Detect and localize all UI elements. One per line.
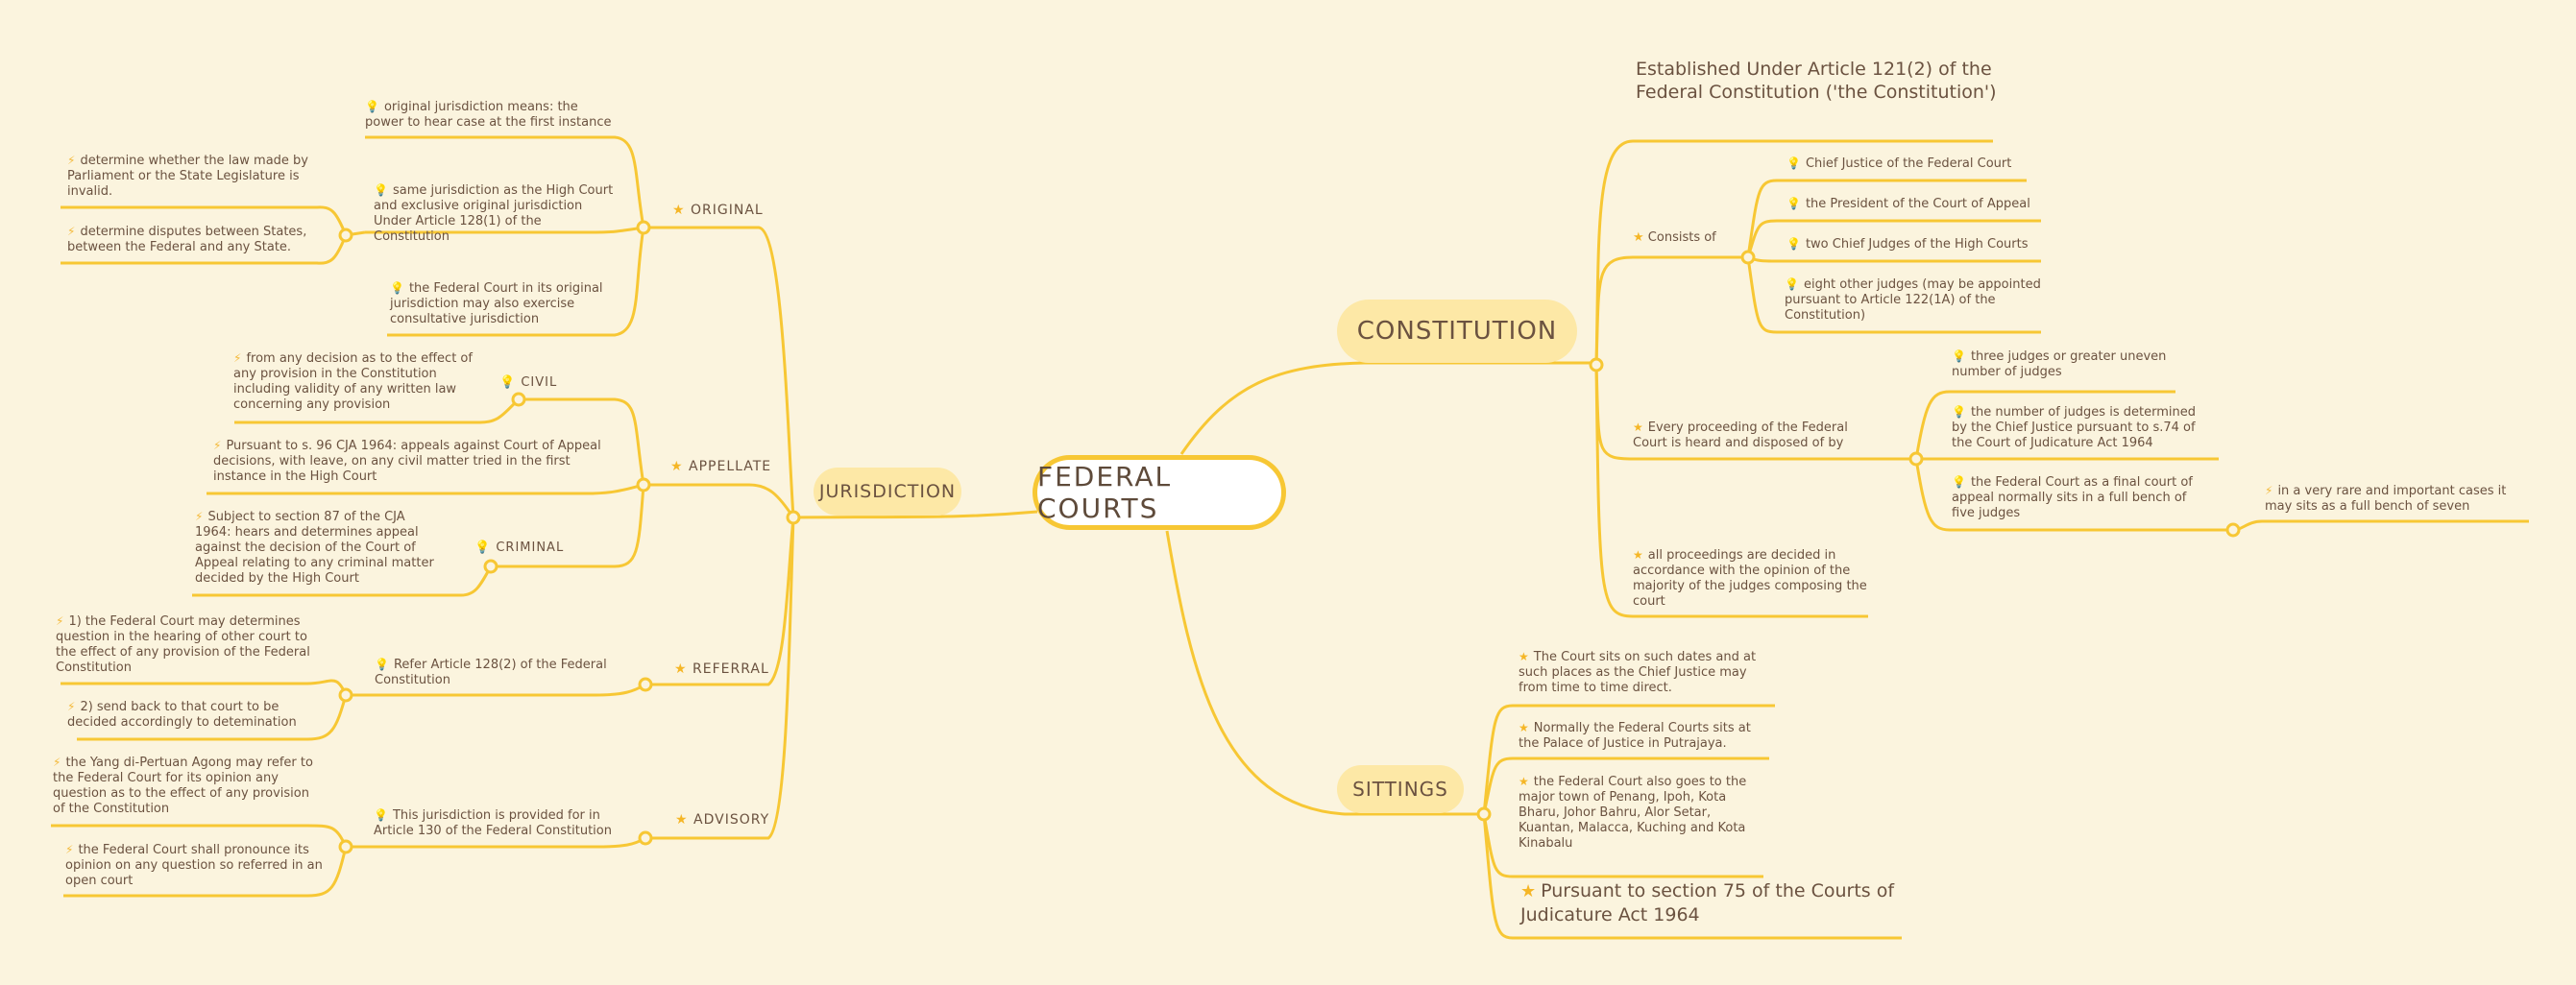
constitution-node[interactable]: CONSTITUTION	[1337, 300, 1577, 363]
original-note-3[interactable]: 💡the Federal Court in its original juris…	[390, 281, 603, 326]
star-icon: ★	[1519, 775, 1529, 788]
star-icon: ★	[1633, 548, 1643, 562]
civil-detail[interactable]: ⚡from any decision as to the effect of a…	[233, 351, 473, 412]
star-icon: ★	[1519, 650, 1529, 663]
bulb-icon: 💡	[499, 375, 517, 390]
bolt-icon: ⚡	[2265, 484, 2273, 497]
advisory-note[interactable]: 💡This jurisdiction is provided for in Ar…	[374, 808, 612, 838]
appellate-label: APPELLATE	[689, 459, 772, 474]
referral-detail-1[interactable]: ⚡1) the Federal Court may determines que…	[56, 614, 310, 675]
constitution-title: CONSTITUTION	[1356, 317, 1558, 346]
bulb-icon: 💡	[390, 281, 404, 295]
bulb-icon: 💡	[365, 100, 379, 113]
bulb-icon: 💡	[1786, 237, 1801, 251]
star-icon: ★	[670, 459, 684, 474]
star-icon: ★	[1520, 881, 1537, 901]
bolt-icon: ⚡	[67, 225, 76, 238]
star-icon: ★	[1633, 420, 1643, 434]
sittings-title: SITTINGS	[1352, 778, 1448, 801]
bulb-icon: 💡	[1786, 156, 1801, 170]
bolt-icon: ⚡	[67, 154, 76, 167]
referral-detail-2[interactable]: ⚡2) send back to that court to be decide…	[67, 700, 297, 730]
bulb-icon: 💡	[1952, 349, 1966, 363]
original-detail-1[interactable]: ⚡determine whether the law made by Parli…	[67, 154, 308, 199]
original-note-2[interactable]: 💡same jurisdiction as the High Court and…	[374, 183, 614, 244]
consists-item-3[interactable]: 💡two Chief Judges of the High Courts	[1786, 237, 2029, 252]
bulb-icon: 💡	[374, 183, 388, 197]
star-icon: ★	[674, 661, 688, 677]
constitution-established[interactable]: Established Under Article 121(2) of the …	[1636, 59, 1997, 103]
referral-label: REFERRAL	[693, 661, 769, 677]
proceeding-item-2[interactable]: 💡the number of judges is determined by t…	[1952, 405, 2196, 450]
criminal-label: CRIMINAL	[496, 541, 565, 555]
majority-node[interactable]: ★all proceedings are decided in accordan…	[1633, 548, 1867, 609]
sittings-item-1[interactable]: ★The Court sits on such dates and at suc…	[1519, 650, 1757, 695]
civil-label: CIVIL	[521, 375, 558, 390]
appellate-node[interactable]: ★ APPELLATE	[670, 459, 771, 474]
proceeding-rare[interactable]: ⚡in a very rare and important cases it m…	[2265, 484, 2507, 514]
proceeding-node[interactable]: ★Every proceeding of the Federal Court i…	[1633, 420, 1848, 450]
bolt-icon: ⚡	[233, 351, 242, 365]
star-icon: ★	[1519, 721, 1529, 734]
star-icon: ★	[675, 812, 689, 828]
jurisdiction-title: JURISDICTION	[818, 481, 957, 502]
original-note-1[interactable]: 💡original jurisdiction means: the power …	[365, 100, 612, 130]
proceeding-item-3[interactable]: 💡the Federal Court as a final court of a…	[1952, 475, 2193, 520]
original-detail-2[interactable]: ⚡determine disputes between States, betw…	[67, 225, 307, 254]
advisory-node[interactable]: ★ ADVISORY	[675, 812, 769, 828]
consists-label: Consists of	[1647, 230, 1716, 245]
bulb-icon: 💡	[474, 541, 492, 555]
referral-node[interactable]: ★ REFERRAL	[674, 661, 769, 677]
bolt-icon: ⚡	[195, 510, 204, 523]
bolt-icon: ⚡	[213, 439, 222, 452]
bolt-icon: ⚡	[56, 614, 64, 628]
bulb-icon: 💡	[1952, 405, 1966, 419]
star-icon: ★	[1633, 230, 1644, 245]
jurisdiction-node[interactable]: JURISDICTION	[814, 468, 961, 516]
advisory-detail-2[interactable]: ⚡the Federal Court shall pronounce its o…	[65, 843, 323, 888]
consists-item-1[interactable]: 💡Chief Justice of the Federal Court	[1786, 156, 2012, 171]
sittings-item-4[interactable]: ★Pursuant to section 75 of the Courts of…	[1520, 880, 1895, 925]
bolt-icon: ⚡	[67, 700, 76, 713]
bolt-icon: ⚡	[53, 756, 61, 769]
star-icon: ★	[672, 203, 686, 218]
root-title: FEDERAL COURTS	[1037, 461, 1173, 524]
bolt-icon: ⚡	[65, 843, 74, 856]
referral-note[interactable]: 💡Refer Article 128(2) of the Federal Con…	[375, 658, 607, 687]
bulb-icon: 💡	[374, 808, 388, 822]
bulb-icon: 💡	[1952, 475, 1966, 489]
consists-item-2[interactable]: 💡the President of the Court of Appeal	[1786, 197, 2030, 211]
consists-item-4[interactable]: 💡eight other judges (may be appointed pu…	[1785, 277, 2041, 323]
root-node[interactable]: FEDERAL COURTS	[1033, 455, 1286, 530]
original-node[interactable]: ★ ORIGINAL	[672, 203, 764, 218]
sittings-item-2[interactable]: ★Normally the Federal Courts sits at the…	[1519, 721, 1751, 751]
proceeding-item-1[interactable]: 💡three judges or greater uneven number o…	[1952, 349, 2167, 379]
advisory-detail-1[interactable]: ⚡the Yang di-Pertuan Agong may refer to …	[53, 756, 313, 816]
bulb-icon: 💡	[1785, 277, 1799, 291]
criminal-node[interactable]: 💡 CRIMINAL	[474, 541, 564, 555]
appellate-middle[interactable]: ⚡Pursuant to s. 96 CJA 1964: appeals aga…	[213, 439, 601, 484]
sittings-node[interactable]: SITTINGS	[1337, 765, 1464, 813]
criminal-detail[interactable]: ⚡Subject to section 87 of the CJA 1964: …	[195, 510, 434, 586]
sittings-item-3[interactable]: ★the Federal Court also goes to the majo…	[1519, 775, 1747, 851]
civil-node[interactable]: 💡 CIVIL	[499, 375, 557, 390]
consists-node[interactable]: ★ Consists of	[1633, 230, 1716, 245]
bulb-icon: 💡	[1786, 197, 1801, 210]
advisory-label: ADVISORY	[693, 812, 770, 828]
bulb-icon: 💡	[375, 658, 389, 671]
original-label: ORIGINAL	[691, 203, 764, 218]
